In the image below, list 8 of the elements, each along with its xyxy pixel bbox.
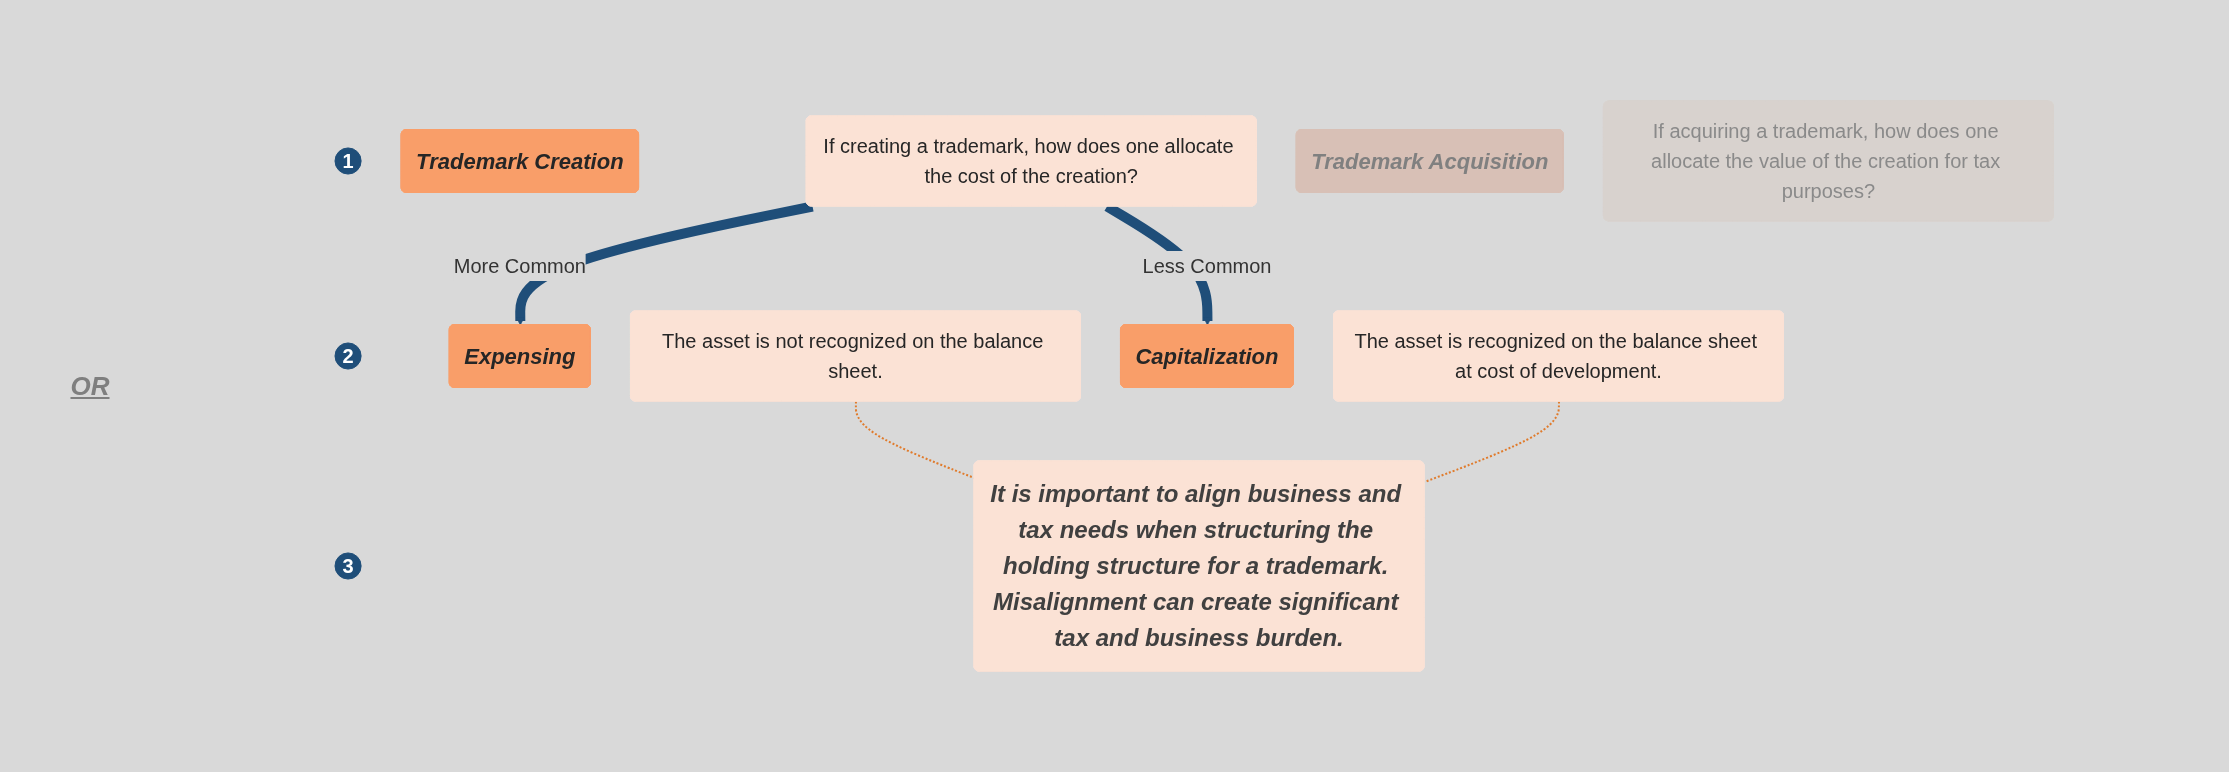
connector — [1423, 400, 1561, 483]
node-circle: 1 — [334, 147, 362, 175]
node-circle: 2 — [334, 342, 362, 370]
arrow — [515, 201, 814, 326]
note-text: OR — [70, 370, 110, 401]
node-circle: 3 — [334, 552, 362, 580]
edge-label: Less Common — [1142, 255, 1272, 277]
edge-label: More Common — [454, 255, 587, 277]
